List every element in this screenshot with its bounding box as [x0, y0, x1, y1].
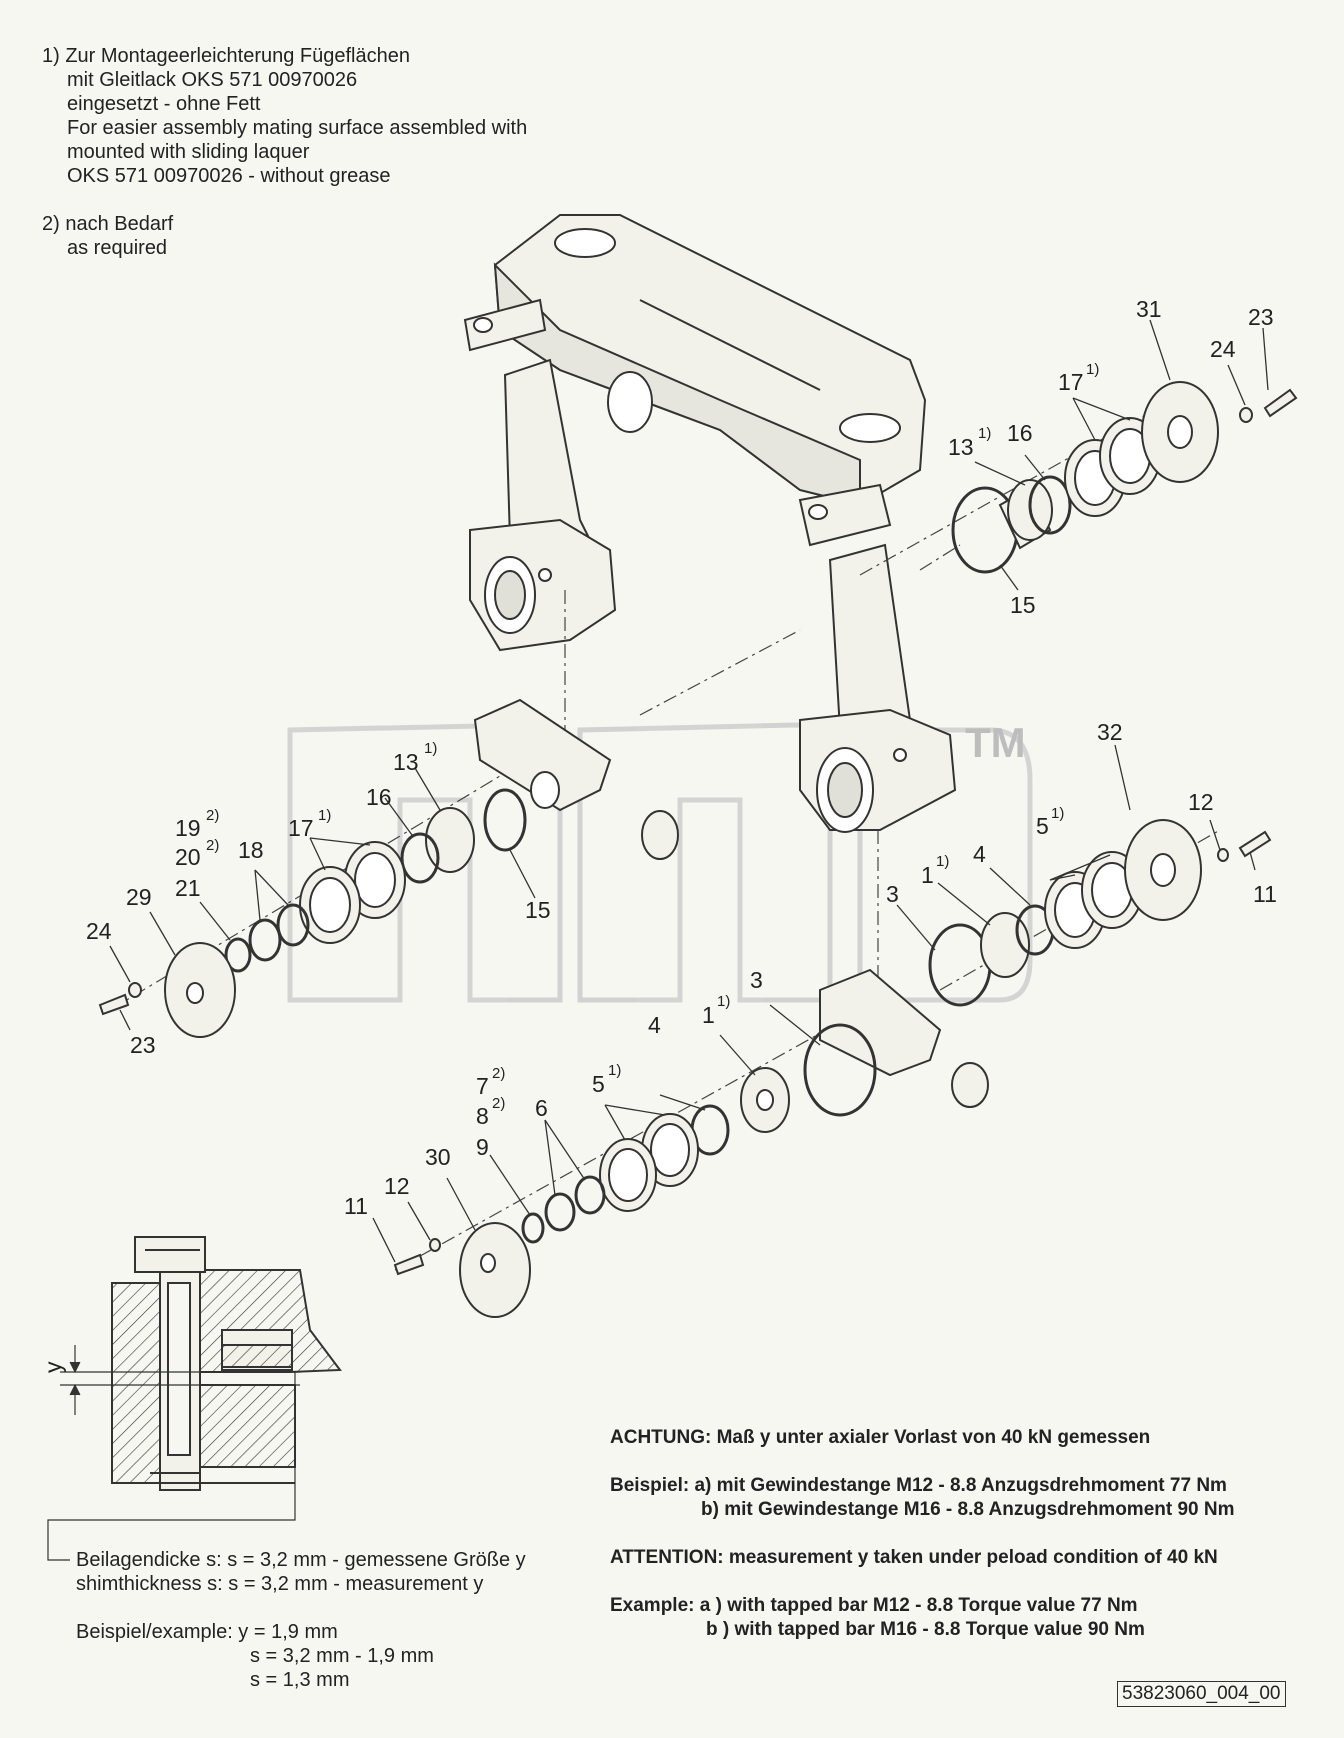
note-1-line: mounted with sliding laquer [67, 141, 310, 163]
callout-5: 5 [1036, 813, 1049, 839]
shim-line: Beilagendicke s: s = 3,2 mm - gemessene … [76, 1549, 526, 1571]
callout-21: 21 [175, 875, 201, 901]
achtung-line: b) mit Gewindestange M16 - 8.8 Anzugsdre… [701, 1499, 1235, 1520]
note-1-line: 1) Zur Montageerleichterung Fügeflächen [42, 45, 410, 67]
callout-12: 12 [1188, 789, 1214, 815]
lower-parts [393, 819, 1272, 1318]
callout-7: 7 [476, 1073, 489, 1099]
oring-15-left [483, 788, 527, 852]
callout-16: 16 [366, 784, 392, 810]
callout-15: 15 [525, 897, 551, 923]
document-id: 53823060_004_00 [1117, 1681, 1286, 1707]
achtung-line: ATTENTION: measurement y taken under pel… [610, 1547, 1218, 1568]
shim-line: s = 3,2 mm - 1,9 mm [250, 1645, 434, 1667]
callout-16: 16 [1007, 420, 1033, 446]
callout-24: 24 [86, 918, 112, 944]
watermark-tm: TM [965, 719, 1026, 766]
callout-17: 17 [288, 815, 314, 841]
callout-superscript: 1) [608, 1062, 621, 1079]
callout-8: 8 [476, 1103, 489, 1129]
achtung-line: b ) with tapped bar M16 - 8.8 Torque val… [706, 1619, 1145, 1640]
upper-right-parts [951, 381, 1298, 574]
shim-line: Beispiel/example: y = 1,9 mm [76, 1621, 338, 1643]
callout-19: 19 [175, 815, 201, 841]
callout-4: 4 [648, 1012, 661, 1038]
callout-5: 5 [592, 1071, 605, 1097]
callout-32: 32 [1097, 719, 1123, 745]
note-2-line: 2) nach Bedarf [42, 213, 174, 235]
callout-superscript: 1) [424, 740, 437, 757]
callout-superscript: 2) [206, 837, 219, 854]
left-swing-arm [469, 358, 617, 652]
callout-3: 3 [750, 967, 763, 993]
note-1-line: mit Gleitlack OKS 571 00970026 [67, 69, 358, 91]
callout-3: 3 [886, 881, 899, 907]
right-swing-arm [799, 543, 957, 833]
callout-superscript: 1) [936, 853, 949, 870]
achtung-notes: ACHTUNG: Maß y unter axialer Vorlast von… [610, 1426, 1235, 1642]
shim-line: shimthickness s: s = 3,2 mm - measuremen… [76, 1573, 484, 1595]
achtung-line: Example: a ) with tapped bar M12 - 8.8 T… [610, 1595, 1138, 1616]
callout-11: 11 [1253, 881, 1277, 907]
callout-29: 29 [126, 884, 152, 910]
callout-13: 13 [948, 434, 974, 460]
callout-1: 1 [702, 1002, 715, 1028]
callout-20: 20 [175, 844, 201, 870]
note-1-line: OKS 571 00970026 - without grease [67, 165, 391, 187]
achtung-line: Beispiel: a) mit Gewindestange M12 - 8.8… [610, 1475, 1227, 1496]
callout-15: 15 [1010, 592, 1036, 618]
assembly-notes: 1) Zur Montageerleichterung Fügeflächen … [42, 44, 527, 260]
note-1-line: eingesetzt - ohne Fett [67, 93, 261, 115]
note-1: 1) Zur Montageerleichterung Fügeflächen … [42, 44, 527, 188]
callout-17: 17 [1058, 369, 1084, 395]
callout-superscript: 1) [318, 807, 331, 824]
callout-superscript: 1) [978, 425, 991, 442]
callout-13: 13 [393, 749, 419, 775]
callout-6: 6 [535, 1095, 548, 1121]
note-2-line: as required [67, 237, 168, 259]
achtung-line: ACHTUNG: Maß y unter axialer Vorlast von… [610, 1427, 1151, 1448]
callout-12: 12 [384, 1173, 410, 1199]
callouts: 31 23 24 17 1) 13 1) 16 15 32 12 11 5 1)… [86, 296, 1277, 1219]
callout-24: 24 [1210, 336, 1236, 362]
callout-23: 23 [130, 1032, 156, 1058]
left-parts [98, 698, 679, 1038]
callout-superscript: 1) [1086, 361, 1099, 378]
callout-9: 9 [476, 1134, 489, 1160]
shim-line: s = 1,3 mm [250, 1669, 350, 1691]
callout-18: 18 [238, 837, 264, 863]
callout-1: 1 [921, 862, 934, 888]
callout-superscript: 1) [1051, 805, 1064, 822]
callout-30: 30 [425, 1144, 451, 1170]
callout-superscript: 2) [492, 1065, 505, 1082]
note-2: 2) nach Bedarf as required [42, 212, 527, 260]
callout-23: 23 [1248, 304, 1274, 330]
leader-lines [109, 319, 1269, 1263]
callout-11: 11 [344, 1193, 368, 1219]
note-1-line: For easier assembly mating surface assem… [67, 117, 528, 139]
dimension-y-label: y [40, 1361, 66, 1373]
shim-notes: Beilagendicke s: s = 3,2 mm - gemessene … [76, 1548, 526, 1692]
callout-31: 31 [1136, 296, 1162, 322]
callout-superscript: 2) [492, 1095, 505, 1112]
section-detail [47, 1236, 342, 1561]
callout-4: 4 [973, 841, 986, 867]
callout-superscript: 2) [206, 807, 219, 824]
axle-housing [463, 214, 927, 547]
callout-superscript: 1) [717, 993, 730, 1010]
